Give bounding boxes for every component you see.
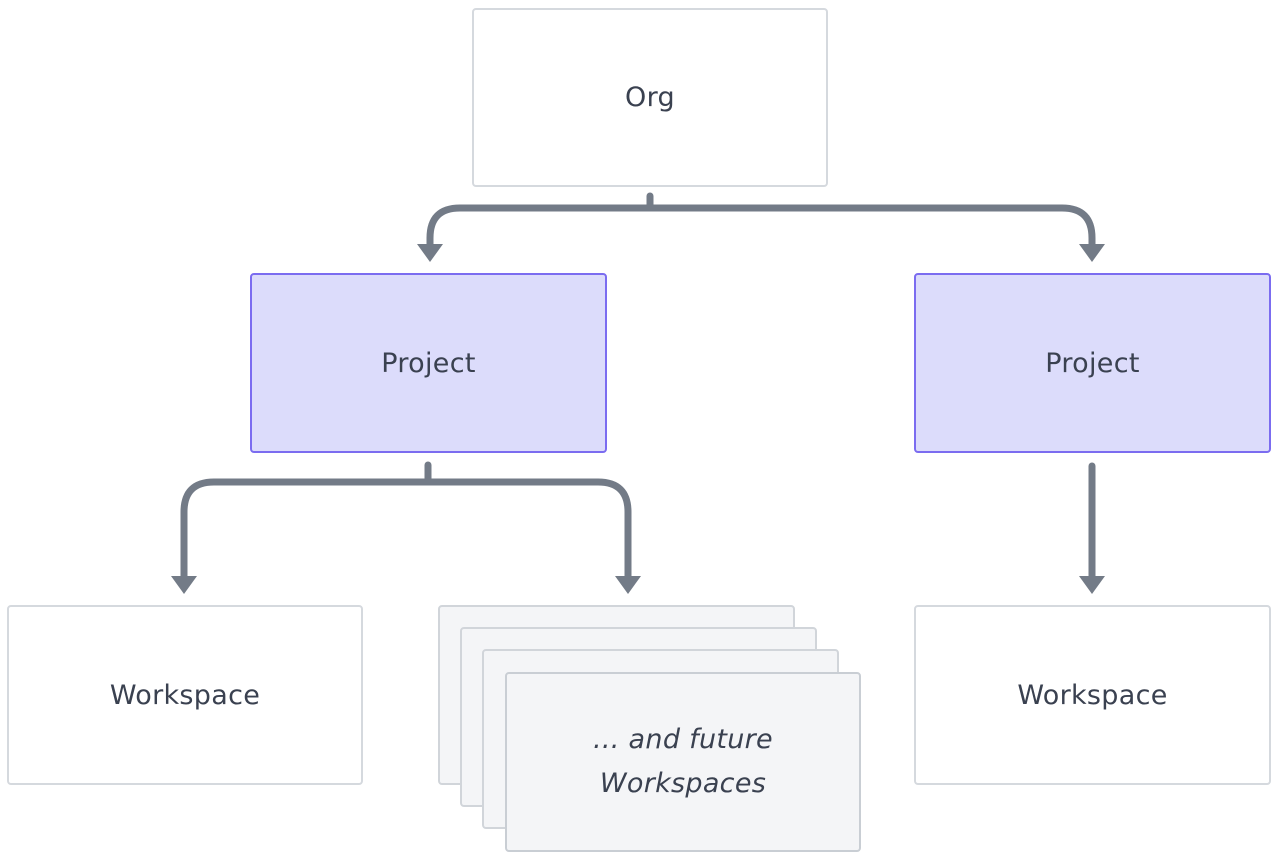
workspace-label: Workspace	[109, 679, 261, 711]
arrowhead-icon	[171, 576, 197, 594]
project-label: Project	[1045, 347, 1140, 379]
arrowhead-icon	[1079, 576, 1105, 594]
workspace-label: Workspace	[1017, 679, 1168, 711]
org-node: Org	[472, 8, 828, 187]
arrowhead-icon	[417, 244, 443, 262]
arrowhead-icon	[1079, 244, 1105, 262]
project-to-workspaces-connector	[180, 461, 632, 582]
workspace-node-right: Workspace	[914, 605, 1271, 785]
arrowhead-icon	[615, 576, 641, 594]
project-label: Project	[381, 347, 476, 379]
org-to-projects-connector	[426, 192, 1096, 250]
workspace-node-left: Workspace	[7, 605, 363, 785]
future-workspaces-line1: ... and future	[593, 724, 773, 755]
project-node-right: Project	[914, 273, 1271, 453]
project-node-left: Project	[250, 273, 607, 453]
org-label: Org	[625, 82, 675, 113]
future-workspaces-node: ... and future Workspaces	[505, 672, 861, 852]
future-workspaces-line2: Workspaces	[599, 768, 767, 799]
